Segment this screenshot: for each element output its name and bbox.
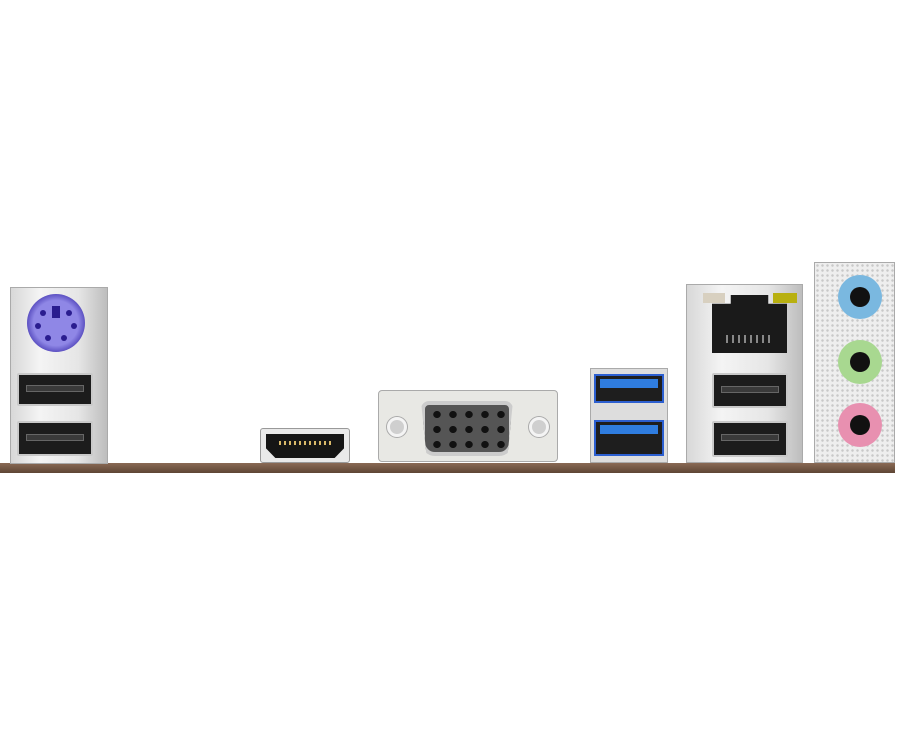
usb2-port-2[interactable]	[17, 421, 93, 456]
screw-hole-icon	[387, 417, 407, 437]
vga-port[interactable]	[378, 390, 558, 462]
usb2-port-3[interactable]	[712, 373, 788, 408]
usb2-port-4[interactable]	[712, 421, 788, 457]
hdmi-port[interactable]	[260, 428, 350, 463]
rj45-ethernet-port[interactable]	[712, 295, 787, 353]
audio-mic-jack[interactable]	[838, 403, 882, 447]
ps2-port[interactable]	[27, 294, 85, 352]
audio-line-in-jack[interactable]	[838, 275, 882, 319]
screw-hole-icon	[529, 417, 549, 437]
motherboard-pcb-edge	[0, 463, 895, 473]
lan-led-right	[773, 293, 797, 303]
usb3-port-1[interactable]	[594, 374, 664, 403]
audio-line-out-jack[interactable]	[838, 340, 882, 384]
usb3-port-2[interactable]	[594, 420, 664, 456]
usb2-port-1[interactable]	[17, 373, 93, 406]
lan-led-left	[703, 293, 725, 303]
